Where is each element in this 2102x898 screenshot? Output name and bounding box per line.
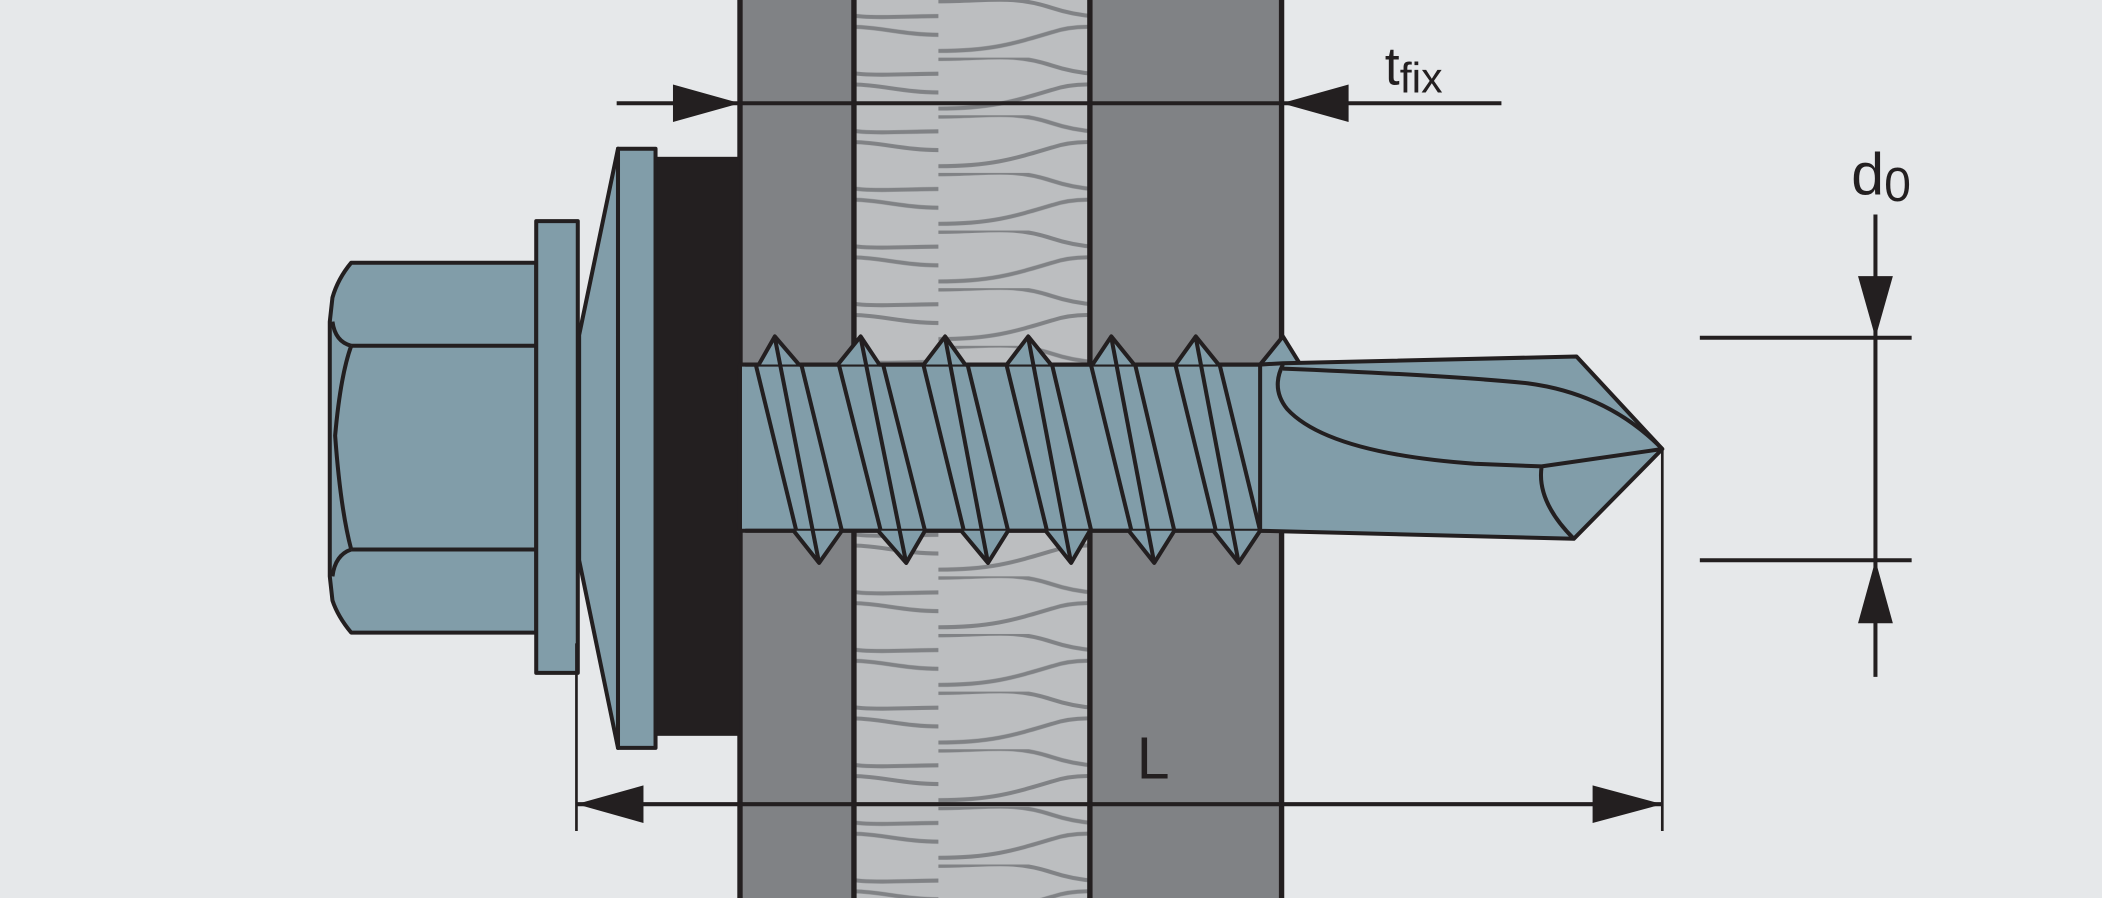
d0-label: d0 (1851, 142, 1911, 212)
head-flange (534, 219, 580, 675)
length-arrow-right (1592, 785, 1663, 823)
hex-head (327, 219, 580, 675)
d0-arrow-top (1858, 276, 1893, 338)
length-dimension: L (575, 449, 1664, 831)
length-label: L (1137, 727, 1170, 792)
thread-crests-top (745, 334, 1303, 367)
tfix-dimension: tfix (616, 36, 1502, 122)
tfix-arrow-left (672, 84, 740, 122)
drill-tip (1258, 354, 1665, 541)
steel-washer (577, 146, 658, 750)
d0-arrow-bottom (1858, 560, 1893, 624)
length-arrow-left (576, 785, 644, 823)
sealing-washer (654, 156, 740, 736)
tfix-label: tfix (1385, 36, 1443, 102)
d0-dimension: d0 (1699, 142, 1912, 677)
tfix-arrow-right (1281, 84, 1349, 122)
screw-shank (737, 334, 1303, 565)
thread-flanks (754, 337, 1263, 564)
